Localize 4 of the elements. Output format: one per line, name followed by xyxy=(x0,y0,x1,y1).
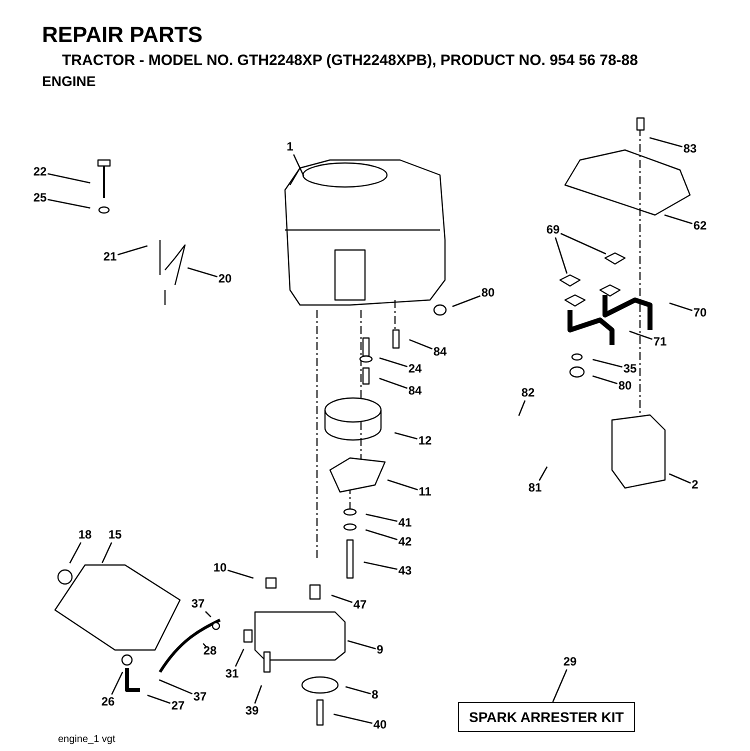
page-title: REPAIR PARTS xyxy=(42,22,203,48)
section-heading: ENGINE xyxy=(42,73,96,89)
model-subtitle: TRACTOR - MODEL NO. GTH2248XP (GTH2248XPB), PRODUCT NO. 954 56 78-88 xyxy=(62,52,638,69)
file-name-note: engine_1 vgt xyxy=(58,734,116,745)
